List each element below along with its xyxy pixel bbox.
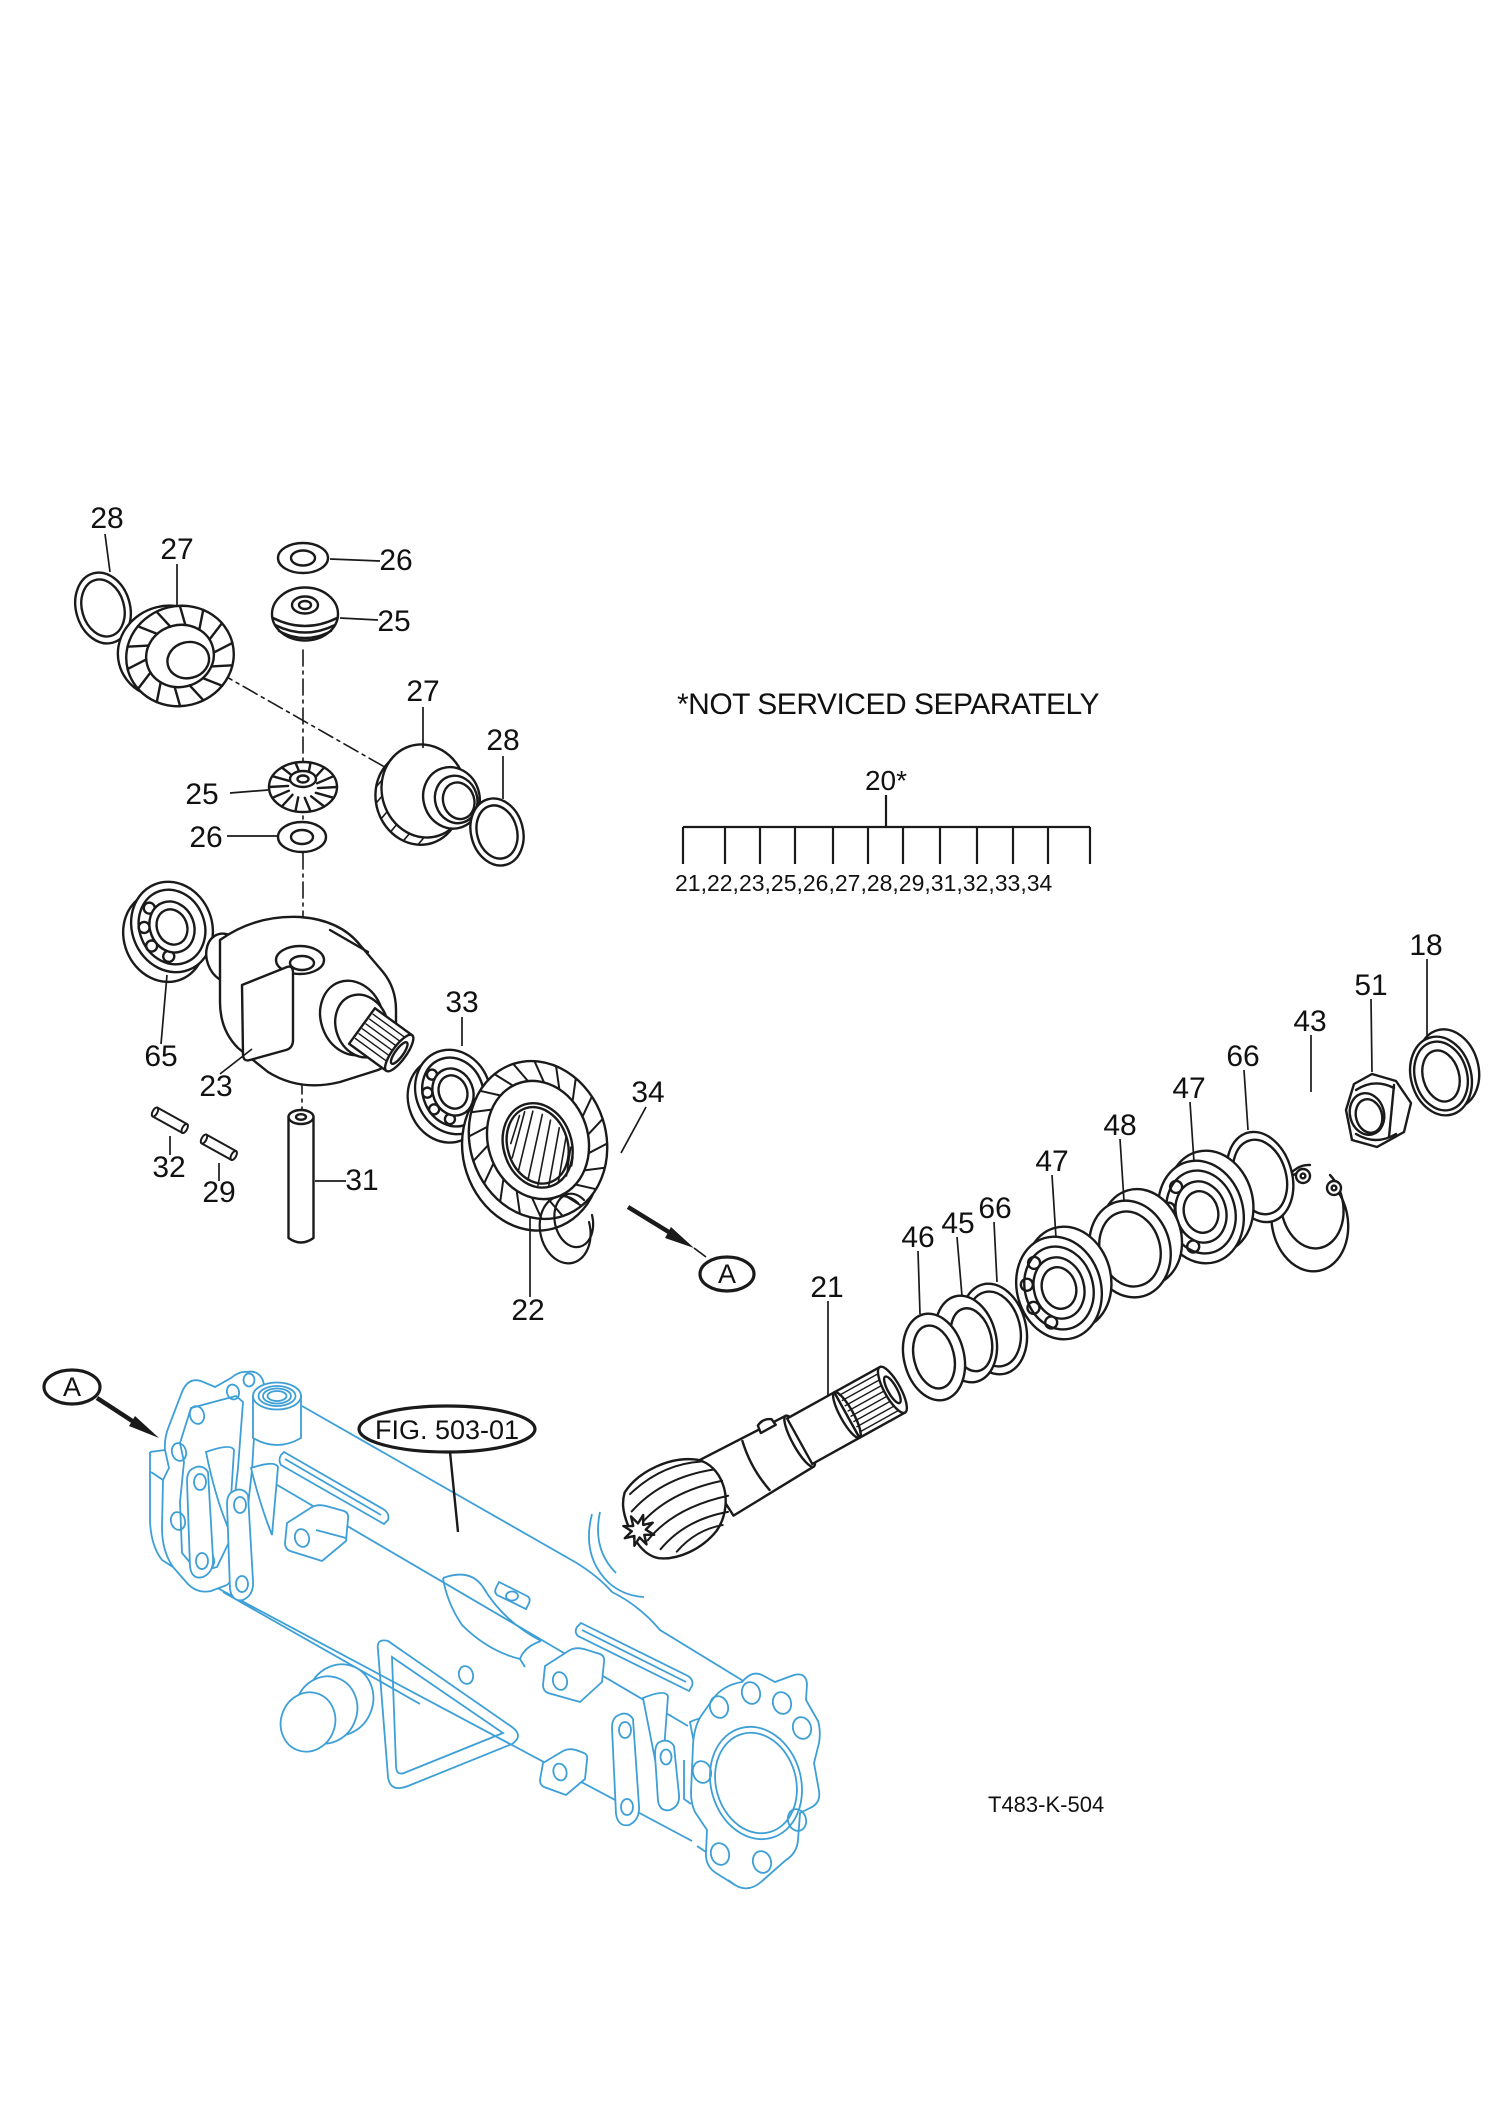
part-25-spherical-washer xyxy=(270,586,340,642)
part-18-seal-washer xyxy=(1408,1028,1481,1117)
part-29-pin xyxy=(199,1133,238,1162)
callout-28: 28 xyxy=(90,502,123,535)
callout-66b: 66 xyxy=(1226,1040,1259,1073)
part-34-snap-ring xyxy=(538,1192,595,1265)
callout-65: 65 xyxy=(144,1040,177,1073)
part-28-oring-2 xyxy=(469,797,525,867)
group-parts-list: 21,22,23,25,26,27,28,29,31,32,33,34 xyxy=(675,870,1052,896)
callout-45: 45 xyxy=(941,1207,974,1240)
callout-47: 47 xyxy=(1035,1145,1068,1178)
part-47-ball-bearing-1 xyxy=(1014,1225,1113,1341)
part-26-washer xyxy=(276,541,330,575)
part-32-pin xyxy=(150,1106,189,1135)
callout-33: 33 xyxy=(445,986,478,1019)
callout-22: 22 xyxy=(511,1294,544,1327)
group-bracket xyxy=(681,795,1092,864)
figure-reference-label: FIG. 503-01 xyxy=(375,1415,519,1445)
callout-26b: 26 xyxy=(189,821,222,854)
axle-housing-drawing xyxy=(149,1370,821,1890)
group-label: 20* xyxy=(865,765,907,796)
view-marker-label: A xyxy=(718,1259,736,1289)
callout-48: 48 xyxy=(1103,1109,1136,1142)
part-21-drive-pinion xyxy=(621,1365,909,1560)
callout-31: 31 xyxy=(345,1164,378,1197)
part-65-ball-bearing xyxy=(121,880,215,984)
callout-46: 46 xyxy=(901,1221,934,1254)
figure-reference: FIG. 503-01 xyxy=(357,1404,537,1454)
callout-34: 34 xyxy=(631,1076,664,1109)
view-marker-a-housing: A xyxy=(42,1368,159,1438)
part-22-bevel-gear xyxy=(460,1059,609,1232)
drawing-code: T483-K-504 xyxy=(988,1792,1104,1817)
callout-18: 18 xyxy=(1409,929,1442,962)
view-marker-a-mid: A xyxy=(626,1205,756,1293)
part-labels: *NOT SERVICED SEPARATELY 20* 21,22,23,25… xyxy=(90,502,1442,1817)
part-23-differential-case xyxy=(205,915,415,1087)
callout-27: 27 xyxy=(160,533,193,566)
callout-leaders xyxy=(104,533,1428,1533)
part-27-side-gear-bushing xyxy=(374,743,481,846)
callout-51: 51 xyxy=(1354,969,1387,1002)
callout-43: 43 xyxy=(1293,1005,1326,1038)
part-27-side-gear xyxy=(116,604,235,708)
callout-25: 25 xyxy=(377,605,410,638)
callout-47b: 47 xyxy=(1172,1072,1205,1105)
callout-21: 21 xyxy=(810,1271,843,1304)
callout-66: 66 xyxy=(978,1192,1011,1225)
exploded-parts xyxy=(74,541,1481,1560)
view-marker-label: A xyxy=(63,1372,81,1402)
part-26-washer-2 xyxy=(276,820,328,854)
callout-29: 29 xyxy=(202,1176,235,1209)
callout-23: 23 xyxy=(199,1070,232,1103)
part-51-hex-nut xyxy=(1344,1072,1413,1149)
callout-27b: 27 xyxy=(406,675,439,708)
callout-32: 32 xyxy=(152,1151,185,1184)
callout-28b: 28 xyxy=(486,724,519,757)
part-25-differential-pinion xyxy=(267,760,339,814)
not-serviced-note: *NOT SERVICED SEPARATELY xyxy=(677,688,1100,721)
callout-26: 26 xyxy=(379,544,412,577)
part-46-washer xyxy=(901,1312,967,1402)
callout-25b: 25 xyxy=(185,778,218,811)
part-28-oring xyxy=(74,571,132,645)
part-31-pinion-shaft xyxy=(287,1108,315,1244)
